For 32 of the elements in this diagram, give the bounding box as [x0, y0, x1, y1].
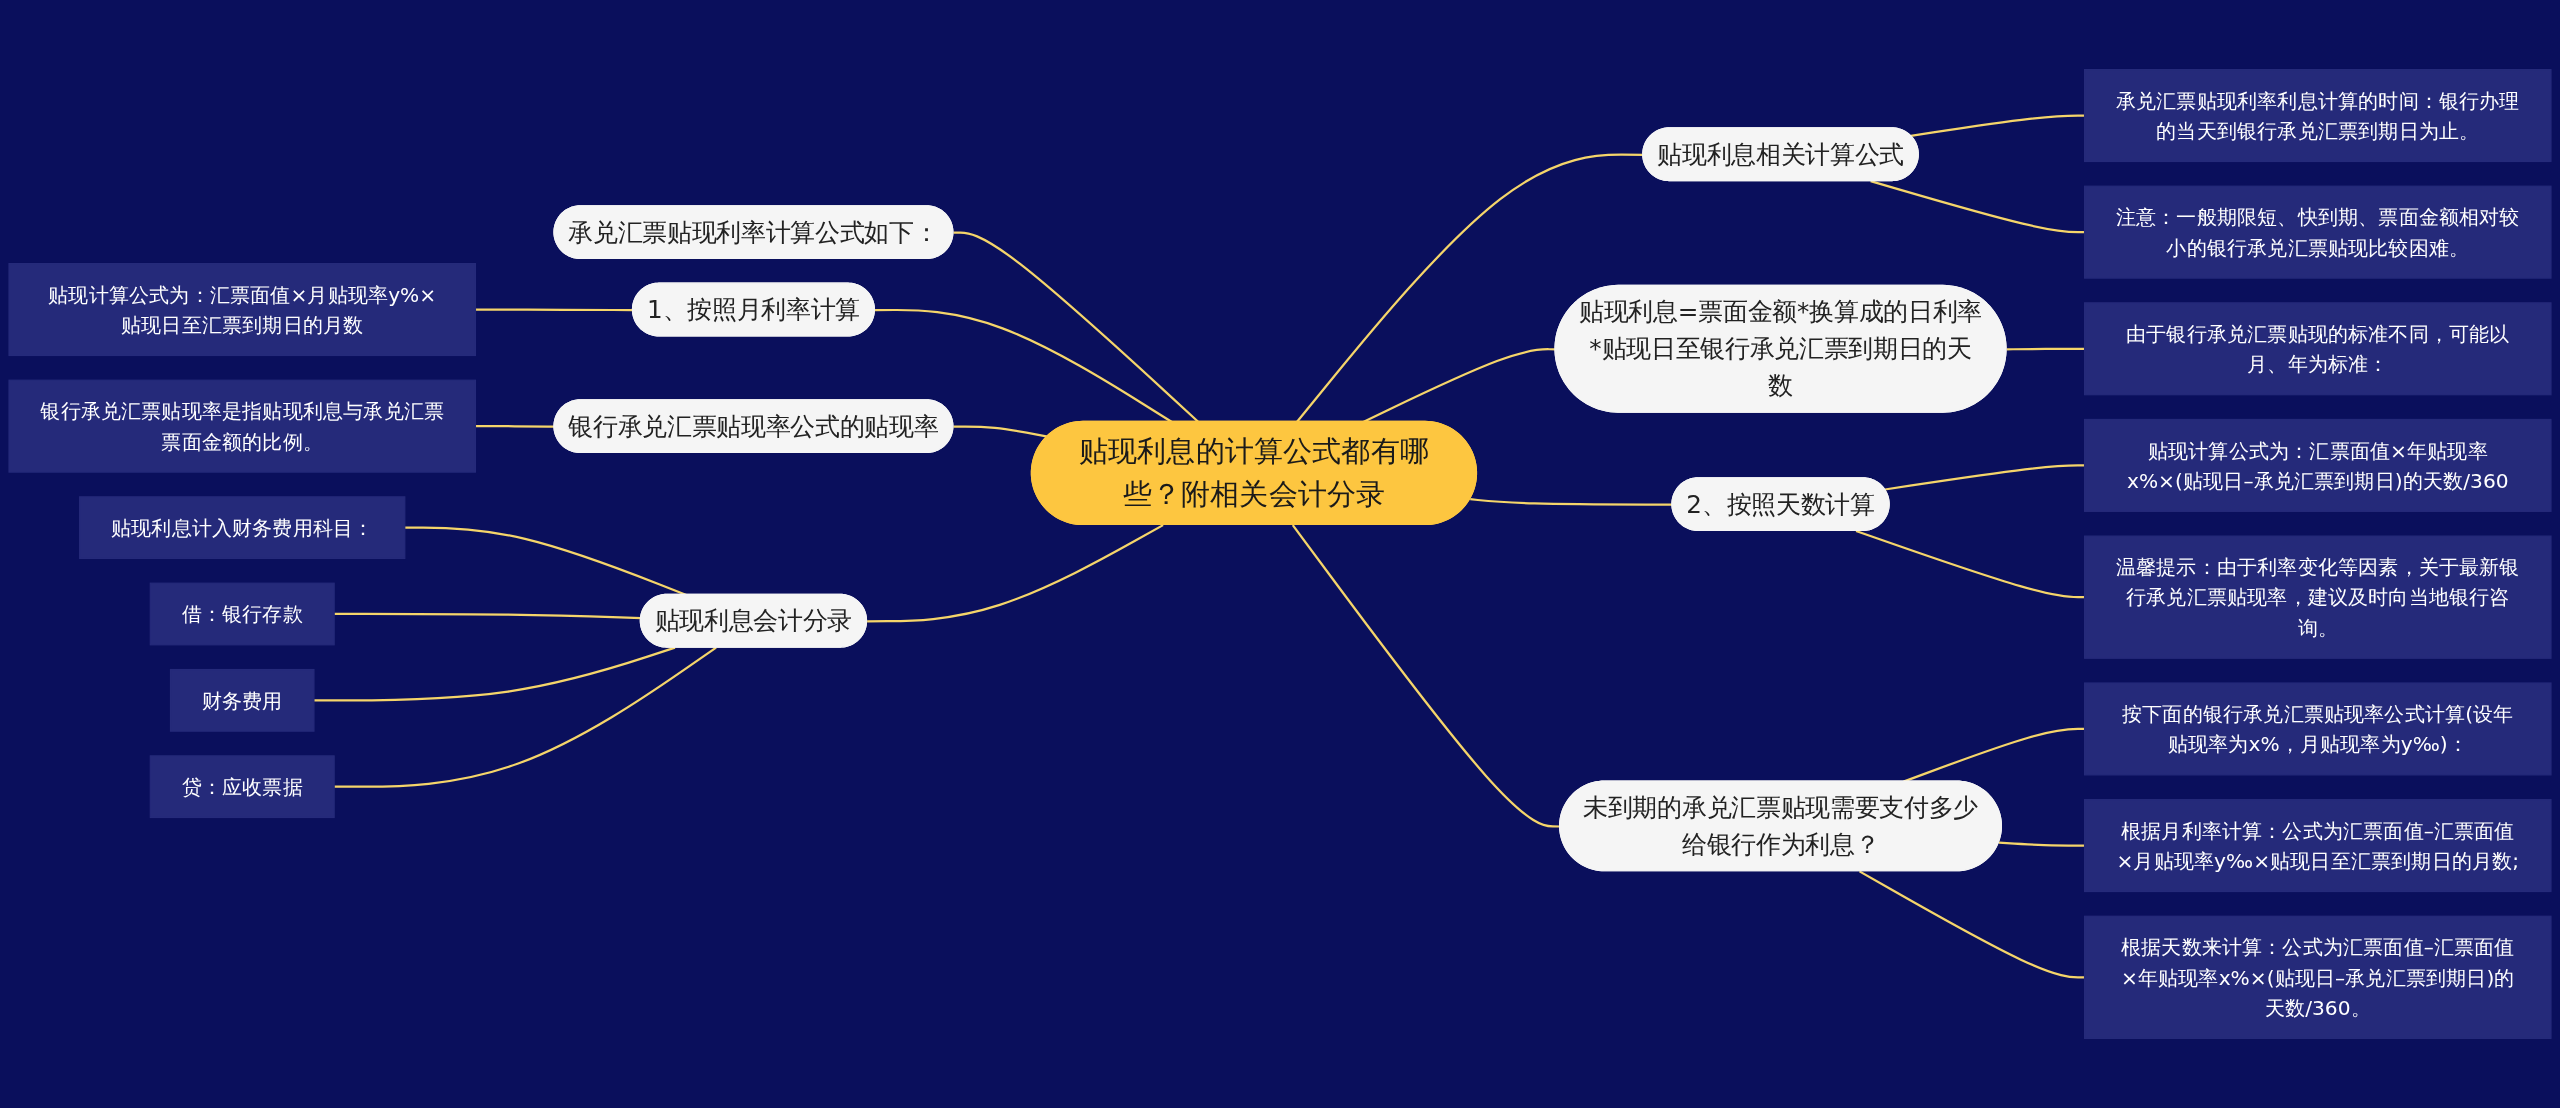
node-box: 由于银行承兑汇票贴现的标准不同，可能以月、年为标准： — [2083, 302, 2552, 396]
connector — [867, 524, 1164, 623]
node-box: 温馨提示：由于利率变化等因素，关于最新银行承兑汇票贴现率，建议及时向当地银行咨询。 — [2083, 535, 2552, 659]
connector — [1884, 464, 2085, 491]
connector — [334, 646, 717, 788]
connector — [874, 308, 1173, 423]
connector — [314, 646, 676, 702]
connector — [1362, 348, 1556, 423]
connector — [1870, 180, 2085, 234]
node-box: 贴现计算公式为：汇票面值×年贴现率x%×(贴现日–承兑汇票到期日)的天数/360 — [2083, 418, 2552, 512]
connector — [953, 425, 1048, 438]
node-box: 借：银行存款 — [149, 582, 335, 646]
connector — [1296, 153, 1644, 423]
node-box: 根据月利率计算：公式为汇票面值–汇票面值×月贴现率y‰×贴现日至汇票到期日的月数; — [2083, 799, 2552, 893]
node-box: 贴现利息计入财务费用科目： — [79, 496, 406, 560]
node-box: 贴现计算公式为：汇票面值×月贴现率y%×贴现日至汇票到期日的月数 — [8, 263, 477, 357]
node-box: 银行承兑汇票贴现率是指贴现利息与承兑汇票票面金额的比例。 — [8, 379, 477, 473]
node-box: 贷：应收票据 — [149, 755, 335, 819]
node-box: 承兑汇票贴现利率利息计算的时间：银行办理的当天到银行承兑汇票到期日为止。 — [2083, 69, 2552, 163]
connector — [1903, 727, 2085, 783]
connector — [404, 526, 687, 596]
node-box: 按下面的银行承兑汇票贴现率公式计算(设年贴现率为x%，月贴现率为y‰)： — [2083, 682, 2552, 776]
connector — [475, 425, 555, 428]
node-box: 财务费用 — [169, 668, 315, 732]
connector — [1858, 870, 2085, 979]
node-box: 根据天数来计算：公式为汇票面值–汇票面值×年贴现率x%×(贴现日–承兑汇票到期日)的天数/360。 — [2083, 915, 2552, 1039]
node-box: 注意：一般期限短、快到期、票面金额相对较小的银行承兑汇票贴现比较困难。 — [2083, 185, 2552, 279]
connector — [1910, 114, 2085, 137]
connector — [1998, 841, 2085, 847]
connector — [953, 231, 1200, 423]
connector — [2006, 347, 2085, 351]
connector — [1855, 529, 2085, 599]
